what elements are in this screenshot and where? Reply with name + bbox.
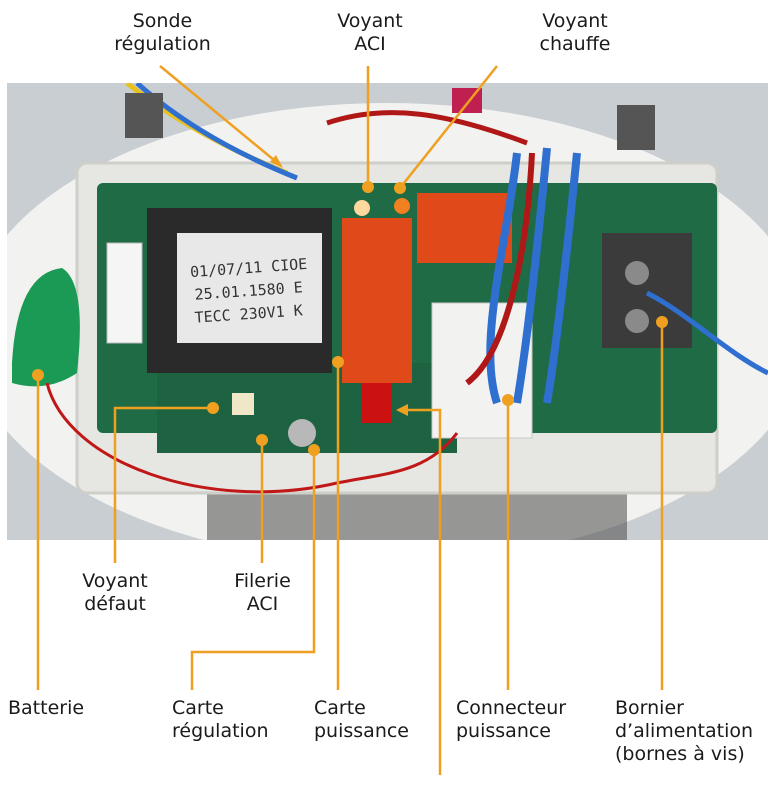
transformer-label [177, 233, 322, 343]
led-aci [354, 200, 370, 216]
led-chauffe [394, 198, 410, 214]
dot-bornier [656, 316, 668, 328]
leader-carte-regulation [190, 448, 316, 690]
label-carte-regulation: Carte régulation [172, 697, 269, 742]
relay-small [417, 193, 512, 263]
leader-voyant-chauffe [399, 65, 498, 189]
label-sonde-regulation: Sonde régulation [114, 10, 211, 55]
dot-carte-regulation [308, 444, 320, 456]
wire-red-top [326, 110, 528, 146]
arrow-sonde [270, 155, 283, 168]
label-connecteur-puissance: Connecteur puissance [456, 697, 567, 742]
terminal-block [602, 233, 692, 348]
leader-voyant-defaut [113, 406, 213, 563]
wire-red-2 [465, 152, 535, 386]
dot-voyant-chauffe [394, 182, 406, 194]
dot-connecteur [502, 394, 514, 406]
relay-large [342, 218, 412, 383]
label-voyant-defaut: Voyant défaut [82, 570, 148, 615]
capacitor [288, 419, 316, 447]
circuit-board-photo: 01/07/11 CIOE 25.01.1580 E TECC 230V1 K [7, 83, 768, 540]
left-connector [106, 242, 143, 344]
label-batterie: Batterie [8, 697, 85, 719]
wire-blue-right [645, 290, 768, 376]
terminal-screw-2 [625, 309, 649, 333]
led-defaut [232, 393, 254, 415]
wire-blue-2 [513, 147, 551, 404]
wire-blue-3 [543, 152, 581, 404]
terminal-screw-1 [625, 261, 649, 285]
dot-voyant-aci [362, 181, 374, 193]
wire-battery [45, 382, 459, 494]
arrow-relais [396, 404, 408, 416]
battery [12, 268, 80, 387]
dot-filerie [256, 434, 268, 446]
label-voyant-aci: Voyant ACI [337, 10, 403, 55]
dot-voyant-defaut [207, 402, 219, 414]
leader-relais [400, 408, 442, 775]
relay-red-button [362, 383, 392, 423]
label-bornier-alimentation: Bornier d’alimentation (bornes à vis) [615, 697, 754, 765]
wire-blue-1 [486, 152, 521, 405]
label-voyant-chauffe: Voyant chauffe [539, 10, 611, 55]
top-post-left [125, 93, 163, 138]
leader-sonde [159, 65, 281, 166]
dot-batterie [32, 369, 44, 381]
top-post-right [617, 105, 655, 150]
label-carte-puissance: Carte puissance [314, 697, 409, 742]
dot-carte-puissance [332, 356, 344, 368]
label-filerie-aci: Filerie ACI [234, 570, 291, 615]
